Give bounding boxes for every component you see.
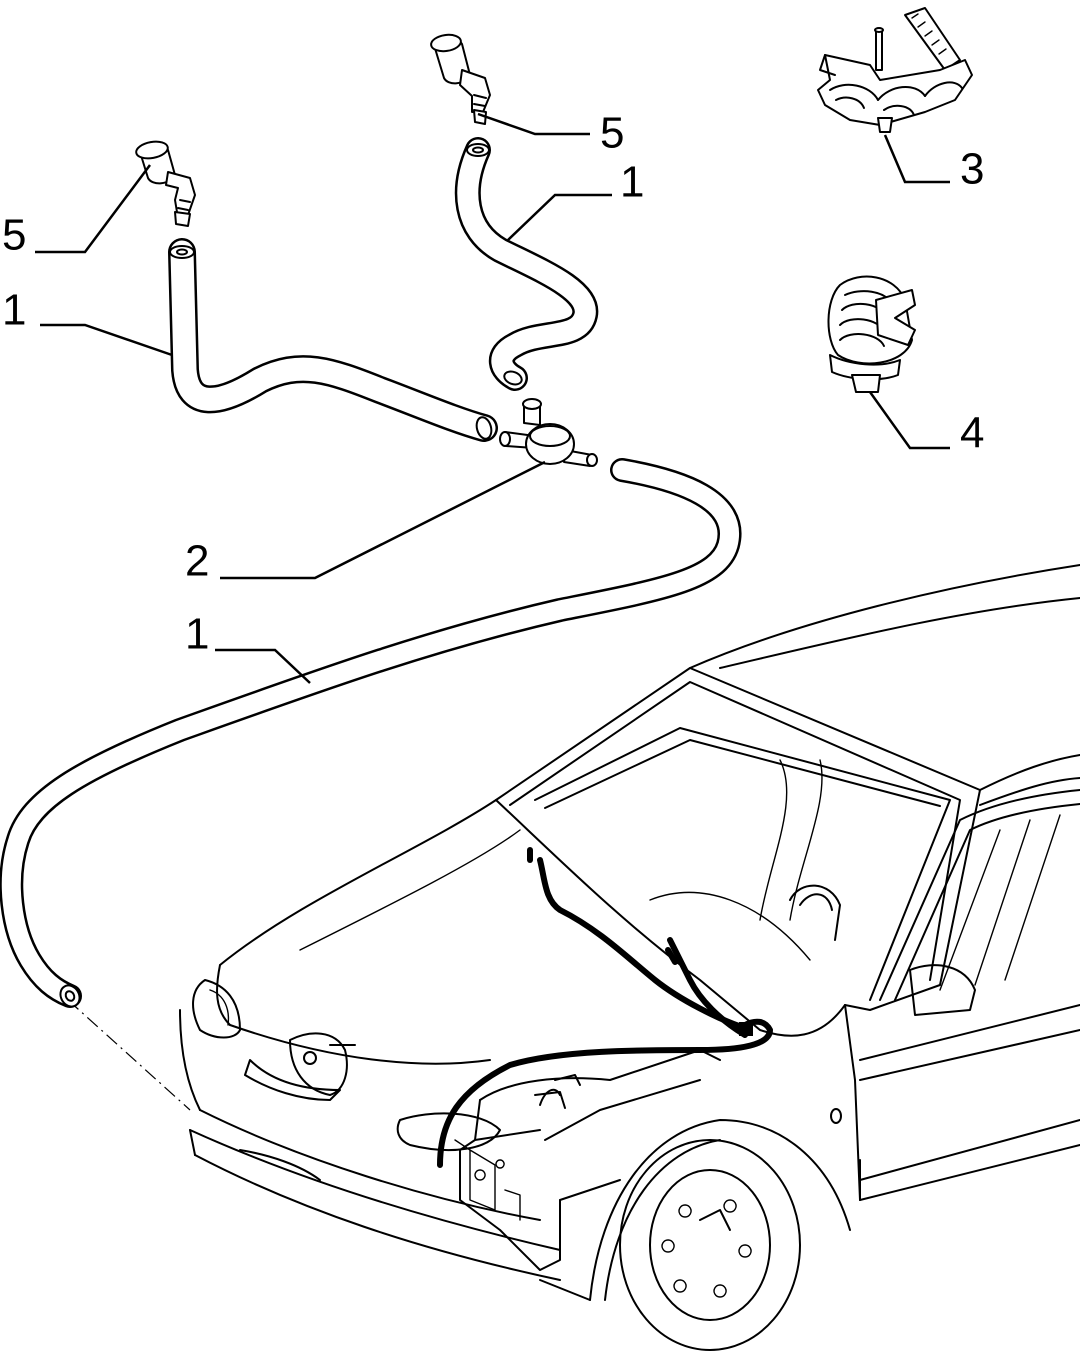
nozzle-right	[430, 33, 491, 125]
callout-nozzle-right: 5	[600, 109, 624, 158]
leader-lines	[35, 112, 950, 684]
callout-hose-left: 1	[2, 286, 26, 335]
callout-numbers: 5 5 1 1 1 2 3 4	[2, 109, 984, 659]
single-clip	[827, 275, 916, 393]
callout-hose-main: 1	[185, 610, 209, 659]
callout-connector: 2	[185, 537, 209, 586]
car-body	[179, 564, 1080, 1351]
reference-line	[67, 999, 191, 1111]
hose-right	[454, 137, 599, 391]
nozzle-left	[135, 140, 196, 227]
callout-clip-single: 4	[960, 409, 984, 458]
multi-clip	[817, 7, 973, 133]
callout-hose-right: 1	[620, 158, 644, 207]
hose-left	[168, 238, 498, 442]
callout-nozzle-left: 5	[2, 211, 26, 260]
callout-clip-multi: 3	[960, 145, 984, 194]
hose-main	[0, 458, 742, 1008]
t-connector	[499, 398, 598, 467]
